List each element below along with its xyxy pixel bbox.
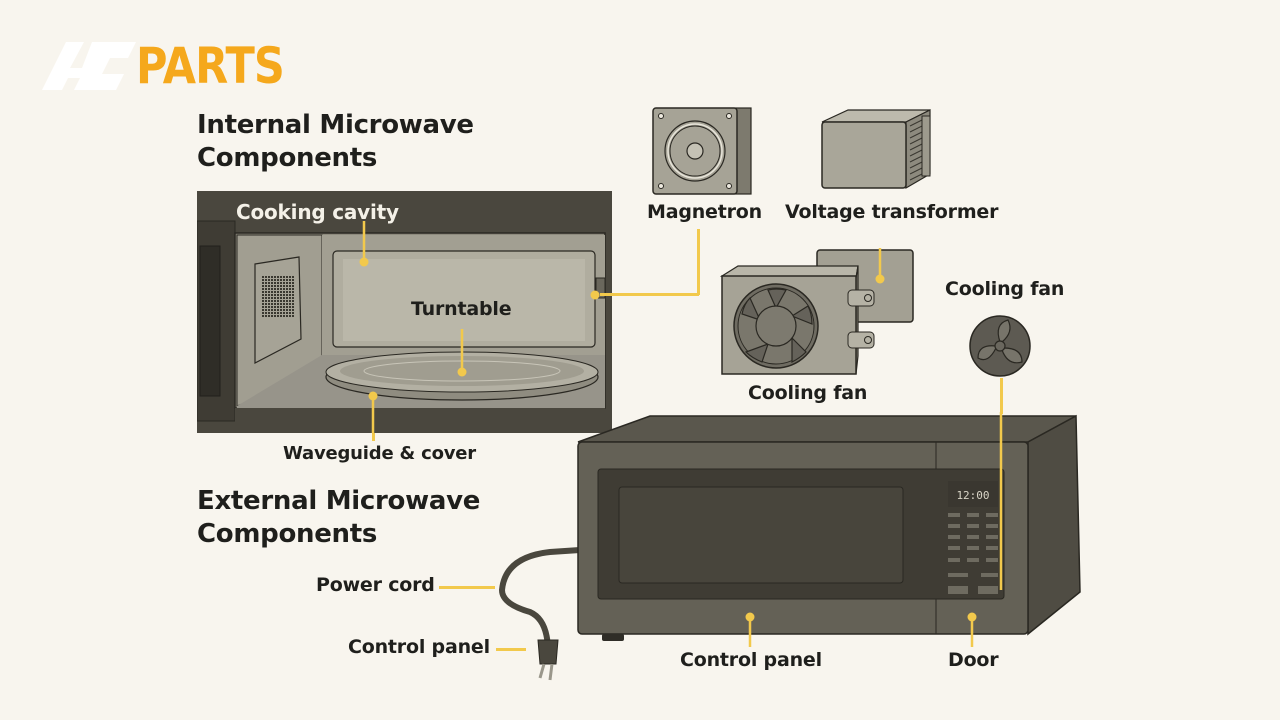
magnetron-leader-horizontal: [600, 293, 699, 296]
label-voltage-transformer: Voltage transformer: [785, 201, 999, 223]
magnetron-illustration: [652, 107, 752, 195]
clock-display: 12:00: [956, 489, 989, 502]
power-plug-icon: [537, 639, 559, 681]
power-cord-leader-line: [439, 586, 495, 589]
label-plug-control-panel: Control panel: [348, 636, 490, 658]
vent-grille-icon: [262, 276, 295, 318]
label-control-panel: Control panel: [680, 649, 822, 671]
label-power-cord: Power cord: [316, 574, 435, 596]
external-heading-line2: Components: [197, 519, 378, 549]
internal-heading-line1: Internal Microwave: [197, 110, 474, 140]
label-magnetron: Magnetron: [647, 201, 762, 223]
small-cooling-fan-icon: [969, 315, 1031, 377]
label-turntable: Turntable: [411, 298, 512, 320]
internal-components-heading: Internal Microwave Components: [197, 109, 474, 175]
external-components-heading: External Microwave Components: [197, 485, 480, 551]
keypad-buttons: [948, 513, 998, 594]
cooling-fan-unit-illustration: [720, 248, 914, 375]
logo-text: PARTS: [136, 37, 285, 95]
external-heading-line1: External Microwave: [197, 486, 481, 516]
label-door: Door: [948, 649, 999, 671]
label-cooling-fan-small: Cooling fan: [945, 278, 1065, 300]
label-cooking-cavity: Cooking cavity: [236, 200, 399, 224]
magnetron-leader-vertical: [697, 229, 700, 295]
voltage-transformer-illustration: [821, 109, 931, 190]
internal-heading-line2: Components: [197, 143, 378, 173]
waveguide-leader-line: [372, 433, 375, 441]
logo-mark-icon: [42, 42, 136, 90]
plug-leader-line: [496, 648, 526, 651]
microwave-interior-illustration: [197, 191, 612, 433]
brand-logo: PARTS: [40, 38, 308, 94]
cooling-fan-leader-line: [1000, 378, 1003, 414]
label-waveguide-cover: Waveguide & cover: [283, 443, 476, 464]
label-cooling-fan-unit: Cooling fan: [748, 382, 868, 404]
microwave-exterior-illustration: 12:00: [498, 412, 1081, 681]
